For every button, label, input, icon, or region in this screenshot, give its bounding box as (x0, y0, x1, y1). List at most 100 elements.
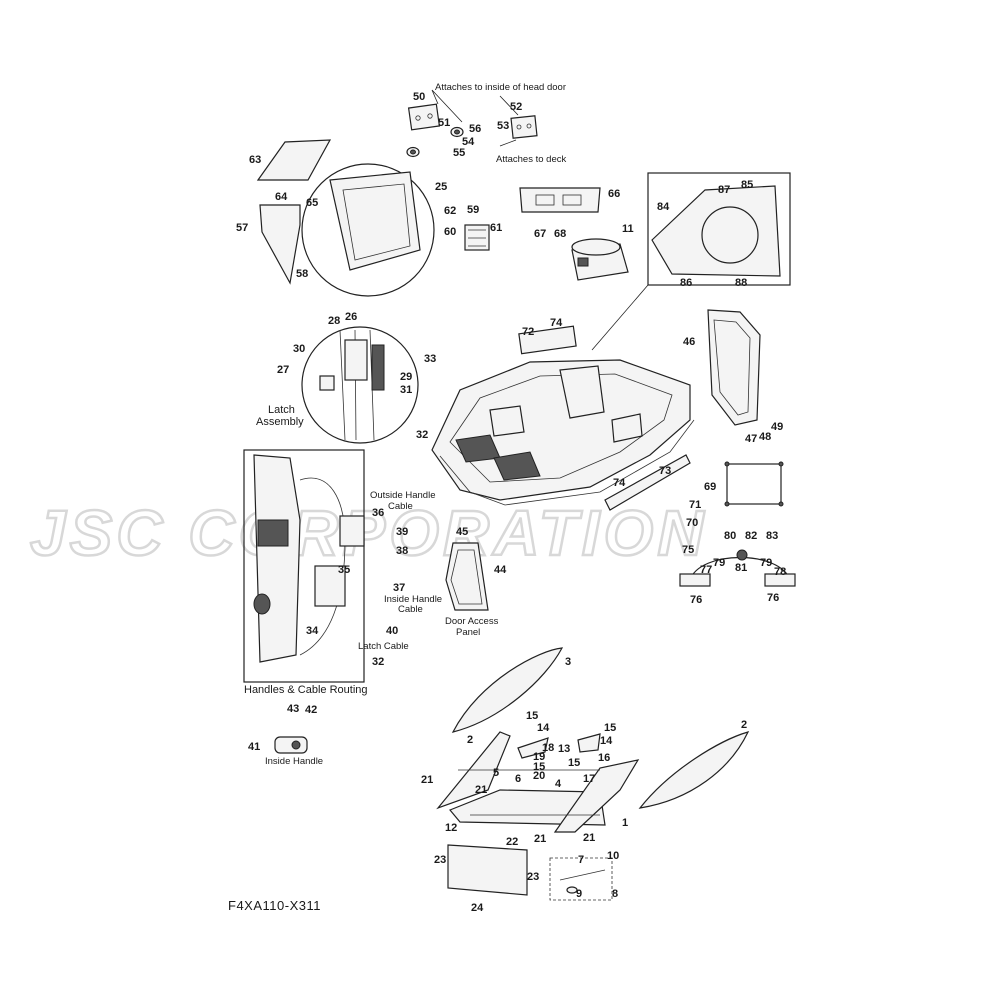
callout-44: 44 (494, 564, 507, 576)
callout-79a: 79 (713, 557, 725, 569)
callout-50: 50 (413, 91, 425, 103)
callout-38: 38 (396, 545, 408, 557)
callout-58: 58 (296, 268, 308, 280)
caption-latch-cable: Latch Cable (358, 641, 409, 652)
callout-28: 28 (328, 315, 340, 327)
head-seat-detail (301, 163, 435, 297)
callout-88: 88 (735, 277, 747, 289)
callout-32b: 32 (372, 656, 384, 668)
callout-76b: 76 (767, 592, 779, 604)
windshield-assembly (436, 647, 750, 833)
callout-46: 46 (683, 336, 695, 348)
caption-head-door: Attaches to inside of head door (435, 82, 566, 93)
callout-23a: 23 (434, 854, 446, 866)
callout-70: 70 (686, 517, 698, 529)
callout-29: 29 (400, 371, 412, 383)
callout-68: 68 (554, 228, 566, 240)
head-door-plate (407, 103, 441, 131)
callout-66: 66 (608, 188, 620, 200)
callout-60: 60 (444, 226, 456, 238)
callout-49: 49 (771, 421, 783, 433)
callout-87: 87 (718, 184, 730, 196)
callout-5: 5 (493, 767, 499, 779)
callout-42: 42 (305, 704, 317, 716)
mat-69 (724, 461, 784, 507)
callout-32a: 32 (416, 429, 428, 441)
watermark: JSC CORPORATION (30, 497, 708, 569)
callout-76a: 76 (690, 594, 702, 606)
callout-6: 6 (515, 773, 521, 785)
callout-72: 72 (522, 326, 534, 338)
panel-detail-box (647, 172, 791, 286)
caption-latch-1: Latch (268, 404, 295, 416)
callout-9: 9 (576, 888, 582, 900)
caption-door-access-1: Door Access (445, 616, 499, 627)
callout-1: 1 (622, 817, 628, 829)
callout-25: 25 (435, 181, 447, 193)
inside-handle-part (274, 736, 308, 754)
callout-64: 64 (275, 191, 288, 203)
callout-36: 36 (372, 507, 384, 519)
callout-77: 77 (700, 564, 712, 576)
callout-47: 47 (745, 433, 757, 445)
callout-79b: 79 (760, 557, 772, 569)
caption-inside-cable-1: Inside Handle (384, 594, 442, 605)
callout-52: 52 (510, 101, 522, 113)
callout-17: 17 (583, 773, 595, 785)
caption-door-access-2: Panel (456, 627, 480, 638)
callout-74b: 74 (613, 477, 626, 489)
callout-65: 65 (306, 197, 318, 209)
callout-82: 82 (745, 530, 757, 542)
callout-73: 73 (659, 465, 671, 477)
callout-24: 24 (471, 902, 484, 914)
hardware-box-7 (549, 857, 613, 901)
caption-inside-cable-2: Cable (398, 604, 423, 615)
callout-41: 41 (248, 741, 260, 753)
callout-20: 20 (533, 770, 545, 782)
boat-hull (431, 359, 695, 506)
portable-toilet (571, 238, 629, 281)
callout-7: 7 (578, 854, 584, 866)
callout-51: 51 (438, 117, 450, 129)
callout-18: 18 (542, 742, 554, 754)
side-panel (259, 204, 301, 285)
callout-71: 71 (689, 499, 701, 511)
callout-15a: 15 (526, 710, 538, 722)
callout-12: 12 (445, 822, 457, 834)
windscreen-strip (518, 325, 577, 355)
caption-inside-handle: Inside Handle (265, 756, 323, 767)
callout-61: 61 (490, 222, 502, 234)
callout-4: 4 (555, 778, 562, 790)
callout-2b: 2 (741, 719, 747, 731)
caption-deck: Attaches to deck (496, 154, 566, 165)
callout-67: 67 (534, 228, 546, 240)
callout-63: 63 (249, 154, 261, 166)
callout-2a: 2 (467, 734, 473, 746)
caption-latch-2: Assembly (256, 416, 304, 428)
callout-55: 55 (453, 147, 465, 159)
door-access-panel (445, 542, 489, 611)
callout-27: 27 (277, 364, 289, 376)
caption-handles-routing: Handles & Cable Routing (244, 684, 368, 696)
callout-53: 53 (497, 120, 509, 132)
callout-54: 54 (462, 136, 475, 148)
caption-outside-handle-1: Outside Handle (370, 490, 435, 501)
callout-37: 37 (393, 582, 405, 594)
callout-21c: 21 (534, 833, 546, 845)
side-door-panel (707, 309, 761, 426)
hinge-bracket (464, 224, 490, 251)
callout-8: 8 (612, 888, 618, 900)
callout-15b: 15 (604, 722, 616, 734)
callout-15c: 15 (533, 761, 545, 773)
callout-15d: 15 (568, 757, 580, 769)
handles-cable-routing (243, 449, 365, 683)
head-cover (256, 139, 332, 181)
windshield-panel-22 (447, 844, 528, 896)
callout-48: 48 (759, 431, 771, 443)
storage-tray (519, 187, 601, 213)
latch-assembly-detail (301, 326, 419, 444)
caption-outside-handle-2: Cable (388, 501, 413, 512)
callout-78: 78 (774, 566, 786, 578)
